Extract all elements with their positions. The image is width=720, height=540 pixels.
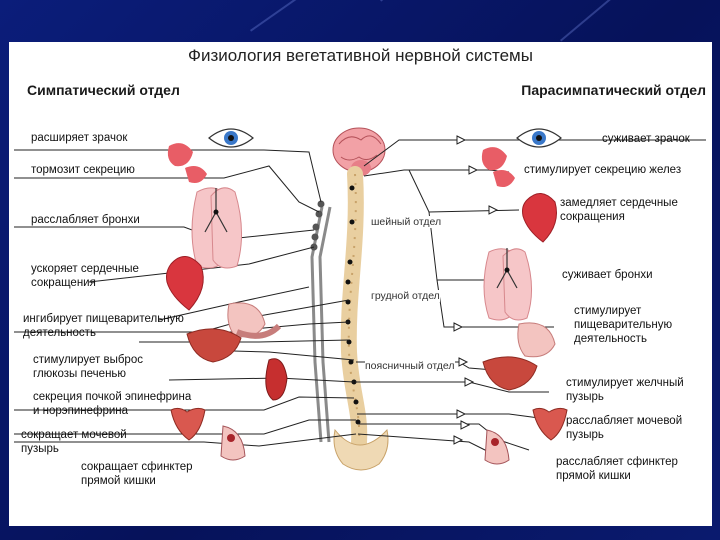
effect-gland-secretion: стимулирует секрецию желез: [524, 164, 682, 176]
cervical-region-label: шейный отдел: [371, 216, 442, 228]
lumbar-region-label: поясничный отдел: [365, 360, 455, 372]
background-streak: [380, 0, 587, 2]
effect-epinephrine-secretion: секреция почкой эпинефрина и норэпинефри…: [33, 391, 192, 417]
sympathetic-chain: [310, 206, 332, 443]
bladder-left: [170, 407, 206, 441]
sympathetic-header: Симпатический отдел: [27, 82, 180, 98]
effect-bronchi-constrict: суживает бронхи: [562, 269, 653, 281]
effect-bladder-relax: расслабляет мочевой пузырь: [566, 415, 683, 441]
salivary-gland-right: [481, 147, 515, 187]
background-streak: [250, 0, 350, 32]
ganglia: [310, 200, 325, 251]
effect-bronchi-relax: расслабляет бронхи: [31, 214, 140, 226]
eye-right: [516, 128, 562, 148]
effect-secretion-inhibit: тормозит секрецию: [31, 164, 135, 176]
heart-right: [522, 193, 557, 243]
effect-pupil-dilation: расширяет зрачок: [31, 132, 128, 144]
salivary-gland-left: [167, 143, 207, 183]
effect-sphincter-relax: расслабляет сфинктер прямой кишки: [556, 456, 678, 482]
effect-heart-accelerate: ускоряет сердечные сокращения: [31, 263, 139, 289]
rectum-left: [220, 425, 246, 461]
liver-left: [186, 328, 242, 363]
kidney-left: [265, 358, 288, 401]
stomach-right: [517, 322, 556, 358]
lungs-right: [483, 248, 533, 321]
diagram-panel: Физиология вегетативной нервной системы …: [9, 42, 712, 526]
page-title: Физиология вегетативной нервной системы: [188, 46, 533, 65]
effect-digestion-inhibit: ингибирует пищеварительную деятельность: [23, 313, 184, 339]
heart-left: [166, 256, 204, 311]
rectum-right: [484, 429, 510, 465]
nervous-system-diagram: [14, 127, 706, 471]
bladder-right: [532, 407, 568, 441]
effect-pupil-constrict: суживает зрачок: [602, 133, 690, 145]
effect-bladder-contract: сокращает мочевой пузырь: [21, 429, 127, 455]
eye-left: [208, 128, 254, 148]
effect-heart-slow: замедляет сердечные сокращения: [560, 197, 678, 223]
effect-digestion-stimulate: стимулирует пищеварительную деятельность: [574, 305, 673, 345]
spinal-column: [333, 166, 389, 471]
stomach-left: [227, 302, 282, 339]
thoracic-region-label: грудной отдел: [371, 290, 440, 302]
parasympathetic-header: Парасимпатический отдел: [521, 82, 706, 98]
background-streak: [560, 0, 715, 42]
effect-sphincter-contract: сокращает сфинктер прямой кишки: [81, 461, 193, 487]
effect-gallbladder-stimulate: стимулирует желчный пузырь: [566, 377, 684, 403]
liver-right: [482, 356, 538, 391]
lungs-left: [191, 187, 243, 269]
effect-glucose-release: стимулирует выброс глюкозы печенью: [33, 354, 143, 380]
